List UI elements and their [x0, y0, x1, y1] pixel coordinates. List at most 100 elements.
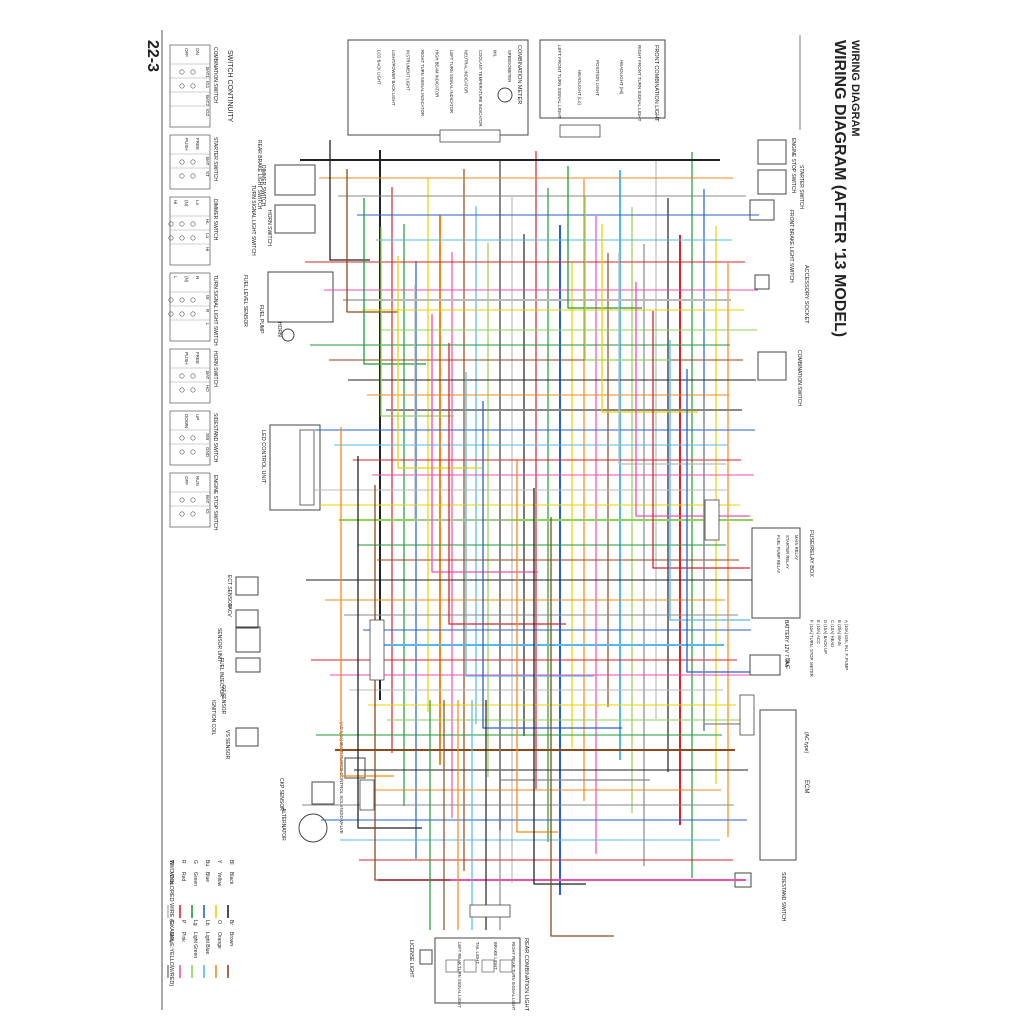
meter-item-label: COOLANT TEMPERATURE INDICATOR — [478, 50, 483, 126]
wire — [340, 427, 394, 777]
switch-table-row: Hi — [173, 200, 178, 204]
fuse-relay-part-label: FUEL PUMP RELAY — [776, 535, 781, 574]
rear-light-bulb — [463, 959, 477, 973]
switch-table-column: BAT — [205, 371, 210, 380]
legend-code: Lg — [192, 920, 198, 926]
starter-switch-label: STARTER SWITCH — [798, 165, 804, 209]
fuse-relay-part-label: MAIN RELAY — [794, 535, 799, 560]
switch-table-name: TURN SIGNAL LIGHT SWITCH — [212, 275, 218, 346]
turn-signal-switch-label: TURN SIGNAL LIGHT SWITCH — [250, 185, 256, 256]
wire — [584, 195, 670, 361]
legend-code: P — [180, 920, 186, 924]
switch-table-column: IG — [205, 509, 210, 514]
connector-block — [739, 694, 755, 736]
switch-table-column: HO — [205, 385, 210, 392]
wire — [448, 343, 566, 625]
switch-table-column: R — [205, 309, 210, 313]
switch-table — [169, 44, 211, 128]
legend-code: O — [216, 920, 222, 924]
legend-name: Red — [180, 872, 186, 881]
fuel-injector-label: FUEL INJECTOR — [218, 658, 224, 697]
position-light-label: POSITION LIGHT — [595, 60, 600, 96]
legend-code: G — [192, 860, 198, 864]
meter-item-label: INSTRUMENT LIGHT — [406, 50, 411, 91]
switch-table-row: Lo — [195, 200, 200, 206]
rear-combination-light-box — [434, 937, 521, 1004]
wire — [363, 198, 426, 365]
vs-sensor-box — [235, 727, 259, 747]
switch-table-row: ON — [195, 48, 200, 55]
continuity-dot — [190, 83, 196, 89]
vs-sensor-label: VS SENSOR — [224, 730, 230, 760]
legend-code: W — [168, 860, 174, 865]
wire — [357, 456, 422, 829]
sidestand-switch-label: SIDESTAND SWITCH — [780, 872, 786, 922]
legend-name: Yellow — [216, 872, 222, 887]
wire — [567, 166, 642, 309]
continuity-dot — [179, 69, 185, 75]
connector-block — [469, 904, 511, 918]
dimmer-switch-box — [274, 164, 316, 196]
horn-switch-label: HORN SWITCH — [266, 210, 272, 246]
wire — [669, 340, 750, 621]
switch-table-row: OFF — [184, 48, 189, 57]
wire — [533, 488, 586, 885]
switch-table-row: RUN — [195, 476, 200, 486]
continuity-dot — [179, 173, 185, 179]
continuity-dot — [190, 387, 196, 393]
switch-table — [169, 348, 211, 404]
right-front-turn-label: RIGHT FRONT TURN SIGNAL LIGHT — [637, 45, 642, 122]
ckp-sensor-box — [311, 781, 335, 805]
continuity-dot — [190, 511, 196, 517]
connector-block — [559, 124, 601, 138]
switch-table — [169, 196, 211, 266]
switch-table-row: PUSH — [184, 352, 189, 365]
wire — [652, 311, 750, 569]
meter-item-label: NEUTRAL INDICATOR — [464, 50, 469, 93]
dlc-label: DLC — [784, 658, 790, 669]
legend-name: Brown — [228, 932, 234, 946]
continuity-dot — [168, 311, 174, 317]
continuity-dot — [179, 235, 185, 241]
switch-table-row: R — [195, 276, 200, 280]
continuity-dot — [168, 235, 174, 241]
continuity-dot — [190, 159, 196, 165]
switch-table-row: L — [173, 276, 178, 279]
switch-table-name: DIMMER SWITCH — [212, 199, 218, 241]
legend-code: R — [180, 860, 186, 864]
evap-valve-label: (AC type) EVAP PURGE CONTROL SOLENOID VA… — [339, 722, 344, 834]
left-front-turn-label: LEFT FRONT TURN SIGNAL LIGHT — [557, 45, 562, 119]
led-control-unit-label: LED CONTROL UNIT — [260, 430, 266, 484]
section-label: WIRING DIAGRAM — [849, 40, 861, 137]
wire — [516, 459, 558, 833]
switch-table-name: SIDESTAND SWITCH — [212, 413, 218, 463]
legend-name: Blue — [204, 872, 210, 882]
continuity-dot — [190, 69, 196, 75]
wire — [414, 285, 510, 521]
fuse-list-item: A (10A) IGN, INJ, F. PUMP — [844, 620, 849, 670]
continuity-dot — [190, 373, 196, 379]
meter-item-label: LIGHT/POWER BACK LIGHT — [391, 50, 396, 106]
switch-table-column: BAT2 — [205, 95, 210, 106]
combination-meter-box — [347, 39, 529, 136]
switch-table-column: BAT — [205, 495, 210, 504]
connector-block — [299, 429, 315, 506]
iacv-box — [235, 609, 259, 629]
legend-name: Orange — [216, 932, 222, 949]
fuse-list-item: C (10A) HEAD — [830, 620, 835, 647]
wire — [550, 517, 614, 937]
accessory-socket-box — [754, 274, 770, 290]
continuity-dot — [190, 221, 196, 227]
continuity-dot — [168, 297, 174, 303]
switch-table — [169, 272, 211, 342]
continuity-dot — [179, 159, 185, 165]
legend-note: TWO COLORED WIRE (EXAMPLE:YELLOW/RED) — [168, 860, 174, 986]
switch-table-column: SW — [205, 433, 210, 441]
legend-name: Green — [192, 872, 198, 886]
headlight-hi-label: HEADLIGHT (Hi) — [619, 60, 624, 95]
switch-table-column: IG1 — [205, 81, 210, 89]
continuity-dot — [179, 449, 185, 455]
